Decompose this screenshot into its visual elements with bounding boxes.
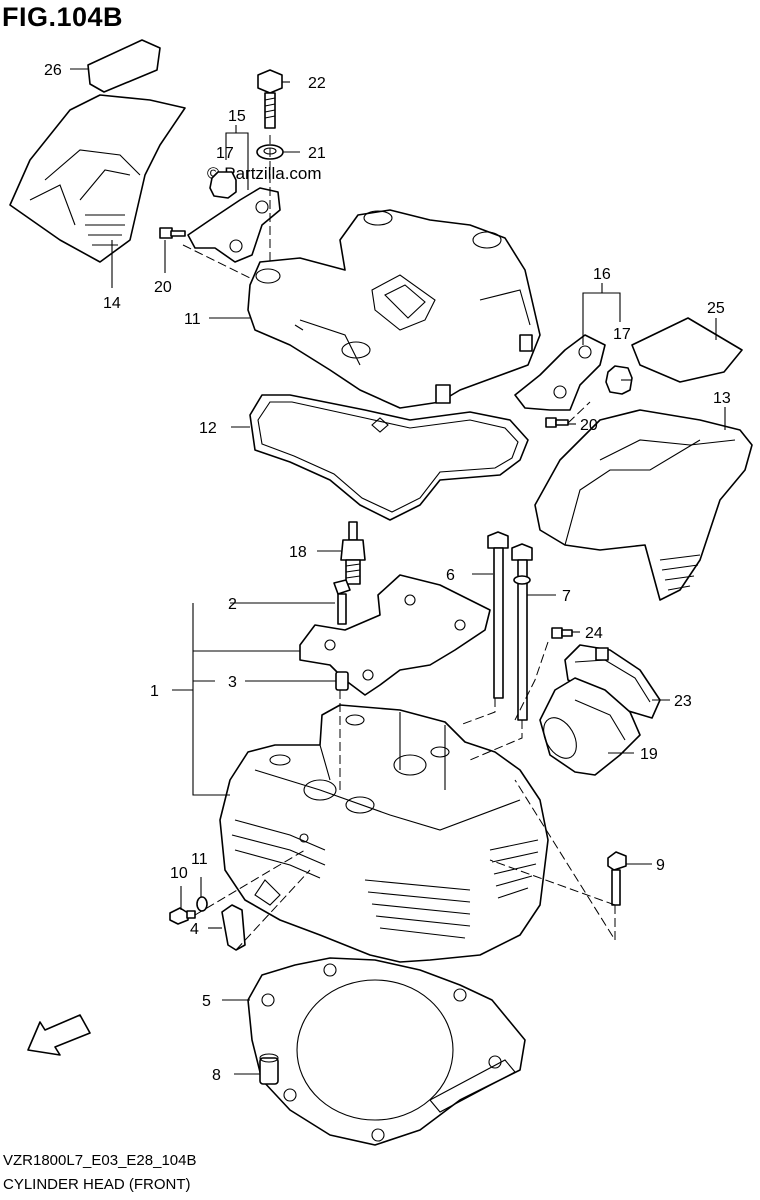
part-22-intake-pipe — [539, 677, 641, 776]
callout-15: 14 — [103, 295, 121, 312]
callout-21: 18 — [289, 544, 307, 561]
callout-24: 23 — [674, 693, 692, 710]
part-20-bolt-left — [159, 227, 186, 239]
part-23-screw — [551, 627, 573, 639]
part-13-head-cover-gasket — [249, 394, 529, 521]
part-11-gasket — [196, 896, 208, 912]
callout-1: 1 — [150, 683, 159, 700]
part-16-bracket-right — [514, 334, 606, 411]
part-14-head-cover-right — [534, 409, 753, 601]
callout-3: 3 — [228, 674, 237, 691]
callout-6: 6 — [446, 567, 455, 584]
callout-25: 25 — [707, 300, 725, 317]
fwd-arrow-icon: FWD — [27, 1014, 91, 1056]
callout-14: 13 — [713, 390, 731, 407]
part-20-bolt-right — [545, 417, 569, 428]
part-15-head-cover-left — [9, 94, 186, 263]
callout-20-left: 20 — [154, 279, 172, 296]
part-19-bolt — [257, 69, 283, 129]
diagram-name: CYLINDER HEAD (FRONT) — [3, 1176, 191, 1193]
figure-title: FIG.104B — [2, 2, 124, 32]
part-17-grommet-right — [605, 365, 633, 395]
part-1-cylinder-head — [219, 704, 549, 963]
callout-20-right: 20 — [580, 417, 598, 434]
part-16-bracket-left — [187, 187, 281, 263]
callout-11: 11 — [191, 851, 208, 868]
callout-10: 10 — [170, 865, 188, 882]
callout-12: 11 — [184, 311, 201, 328]
part-8-dowel — [259, 1053, 279, 1085]
callout-2: 2 — [228, 596, 237, 613]
callout-8: 8 — [212, 1067, 221, 1084]
callout-labels: 26 22 15 17 21 20 14 11 16 25 17 13 12 2… — [44, 62, 731, 1084]
part-camshaft-holder — [299, 574, 491, 696]
part-26-seal-sheet — [87, 39, 161, 93]
part-4-pipe — [221, 904, 246, 951]
callout-17-left: 17 — [216, 145, 234, 162]
callout-13: 12 — [199, 420, 217, 437]
part-17-grommet-left — [209, 171, 237, 199]
part-6-stud-bolt — [487, 531, 509, 699]
callout-23: 24 — [585, 625, 603, 642]
callout-17-right: 17 — [613, 326, 631, 343]
callout-5: 5 — [202, 993, 211, 1010]
callout-16-left: 15 — [228, 108, 246, 125]
part-5-head-gasket — [247, 957, 526, 1146]
diagram-code: VZR1800L7_E03_E28_104B — [3, 1152, 197, 1169]
part-12-cylinder-head-cover — [247, 209, 541, 409]
callout-26: 26 — [44, 62, 62, 79]
leader-lines — [70, 68, 726, 1075]
part-25-seal-sheet — [631, 317, 743, 383]
callout-18: 21 — [308, 145, 326, 162]
callout-19: 22 — [308, 75, 326, 92]
part-9-bolt — [607, 851, 627, 906]
part-3-dowel-pin — [335, 671, 349, 691]
part-21-spark-plug — [340, 521, 366, 585]
callout-9: 9 — [656, 857, 665, 874]
callout-22: 19 — [640, 746, 658, 763]
callout-4: 4 — [190, 921, 199, 938]
callout-16-right: 16 — [593, 266, 611, 283]
part-2-holder-bolt — [333, 579, 351, 625]
part-10-plug-bolt — [169, 907, 196, 925]
part-7-stud-bolt — [511, 543, 533, 721]
callout-7: 7 — [562, 588, 571, 605]
